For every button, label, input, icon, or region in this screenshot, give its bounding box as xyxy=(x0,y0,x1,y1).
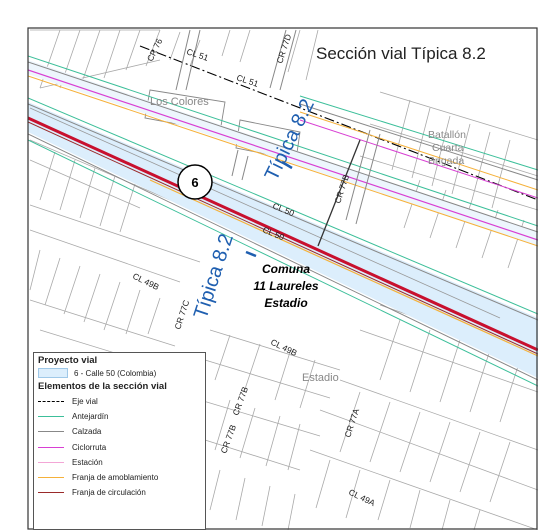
legend-project-swatch xyxy=(38,368,68,378)
upper-corridor xyxy=(28,60,538,246)
legend-line xyxy=(38,416,64,418)
legend-item-label: Estación xyxy=(72,457,103,467)
legend-line xyxy=(38,446,64,448)
place-label: Batallón xyxy=(428,129,466,141)
legend-item: Franja de amoblamiento xyxy=(34,470,205,485)
street-label: CR 76 xyxy=(145,37,165,63)
legend-item: Estación xyxy=(34,455,205,470)
legend-item-label: Franja de circulación xyxy=(72,488,146,498)
legend-line xyxy=(38,401,64,403)
legend-line xyxy=(38,431,64,433)
map-title: Sección vial Típica 8.2 xyxy=(316,44,486,63)
legend-item: Antejardín xyxy=(34,409,205,424)
street-label: CR 77B xyxy=(230,385,250,417)
legend-item-label: Calzada xyxy=(72,427,102,437)
comuna-label: Comuna 11 Laureles Estadio xyxy=(253,262,318,310)
street-label: CR 77A xyxy=(342,407,361,439)
street-label: CR 77D xyxy=(274,33,293,65)
legend-heading: Proyecto vial xyxy=(38,355,98,366)
street-label: CL 49B xyxy=(269,337,299,358)
legend-item-label: Antejardín xyxy=(72,412,109,422)
legend-items: Eje vial Antejardín Calzada Ciclorruta E… xyxy=(34,394,205,500)
map-frame xyxy=(27,27,538,530)
legend-item-label: Ciclorruta xyxy=(72,442,107,452)
upper-road-lines xyxy=(28,45,538,247)
place-label: Estadio xyxy=(302,372,339,384)
comuna-line: Comuna xyxy=(262,262,310,276)
street-label: CL 49A xyxy=(347,487,377,508)
street-label: CR 77C xyxy=(172,299,191,331)
place-label: Brigada xyxy=(428,155,464,167)
place-labels: Los Colores Batallón Cuarta Brigada Esta… xyxy=(150,96,466,384)
legend-item: Calzada xyxy=(34,424,205,439)
legend-line xyxy=(38,461,64,463)
legend-project-item: 6 - Calle 50 (Colombia) xyxy=(34,366,205,378)
legend-project-label: 6 - Calle 50 (Colombia) xyxy=(74,368,157,378)
route-badge[interactable]: 6 xyxy=(177,164,213,200)
comuna-line: 11 Laureles xyxy=(253,279,318,293)
route-badge-label: 6 xyxy=(191,175,198,190)
legend: Proyecto vial 6 - Calle 50 (Colombia) El… xyxy=(33,352,206,530)
cross-streets xyxy=(175,29,381,247)
street-label: CR 77B xyxy=(332,173,351,205)
legend-item: Franja de circulación xyxy=(34,485,205,500)
legend-item-label: Eje vial xyxy=(72,397,98,407)
section-label-lower: Típica 8.2 xyxy=(190,231,238,321)
legend-item: Eje vial xyxy=(34,394,205,409)
place-label: Los Colores xyxy=(150,96,209,108)
street-label: CL 51 xyxy=(235,72,260,89)
section-label-upper: Típica 8.2 xyxy=(261,96,319,185)
place-label: Cuarta xyxy=(432,142,464,154)
corridor-edges xyxy=(28,97,538,387)
legend-line xyxy=(38,492,64,494)
section-markers xyxy=(245,160,293,258)
legend-line xyxy=(38,477,64,479)
legend-section-heading: Elementos de la sección vial xyxy=(38,381,167,392)
legend-item: Ciclorruta xyxy=(34,440,205,455)
comuna-line: Estadio xyxy=(264,296,307,310)
legend-item-label: Franja de amoblamiento xyxy=(72,473,159,483)
street-label: CL 51 xyxy=(185,46,210,63)
